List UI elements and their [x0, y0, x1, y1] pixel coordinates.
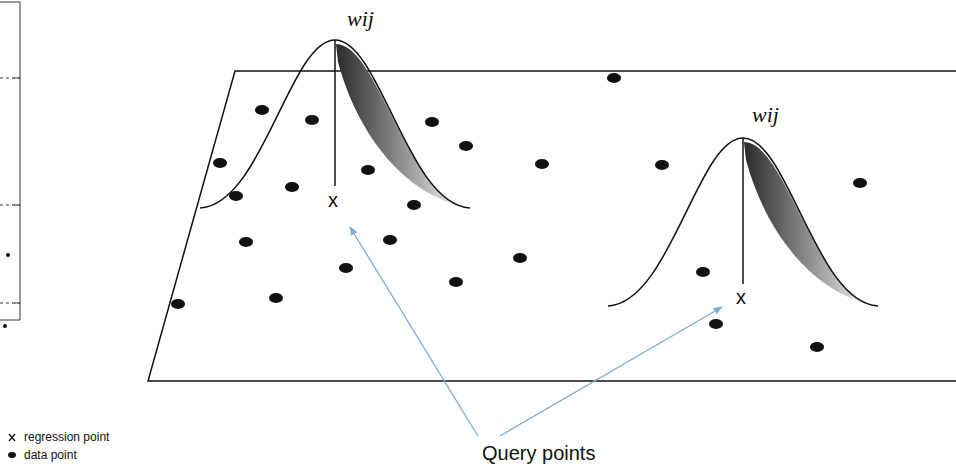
legend-text: regression point	[24, 430, 109, 444]
gaussian-kernel	[608, 138, 878, 306]
legend-symbol	[6, 449, 18, 461]
callout-label: Query points	[482, 442, 595, 465]
regression-point: x	[328, 189, 338, 212]
weight-label: wij	[347, 6, 374, 31]
legend-item: regression point	[6, 430, 109, 444]
weight-label: wij	[752, 102, 779, 127]
legend-text: data point	[24, 448, 77, 462]
gaussian-kernel	[200, 40, 470, 208]
data-plane	[148, 71, 956, 381]
leader-arrow	[350, 227, 722, 436]
legend-symbol	[6, 431, 18, 443]
data-points	[171, 73, 867, 352]
regression-point: x	[736, 286, 746, 309]
partial-panel	[0, 2, 20, 328]
legend-item: data point	[6, 448, 77, 462]
